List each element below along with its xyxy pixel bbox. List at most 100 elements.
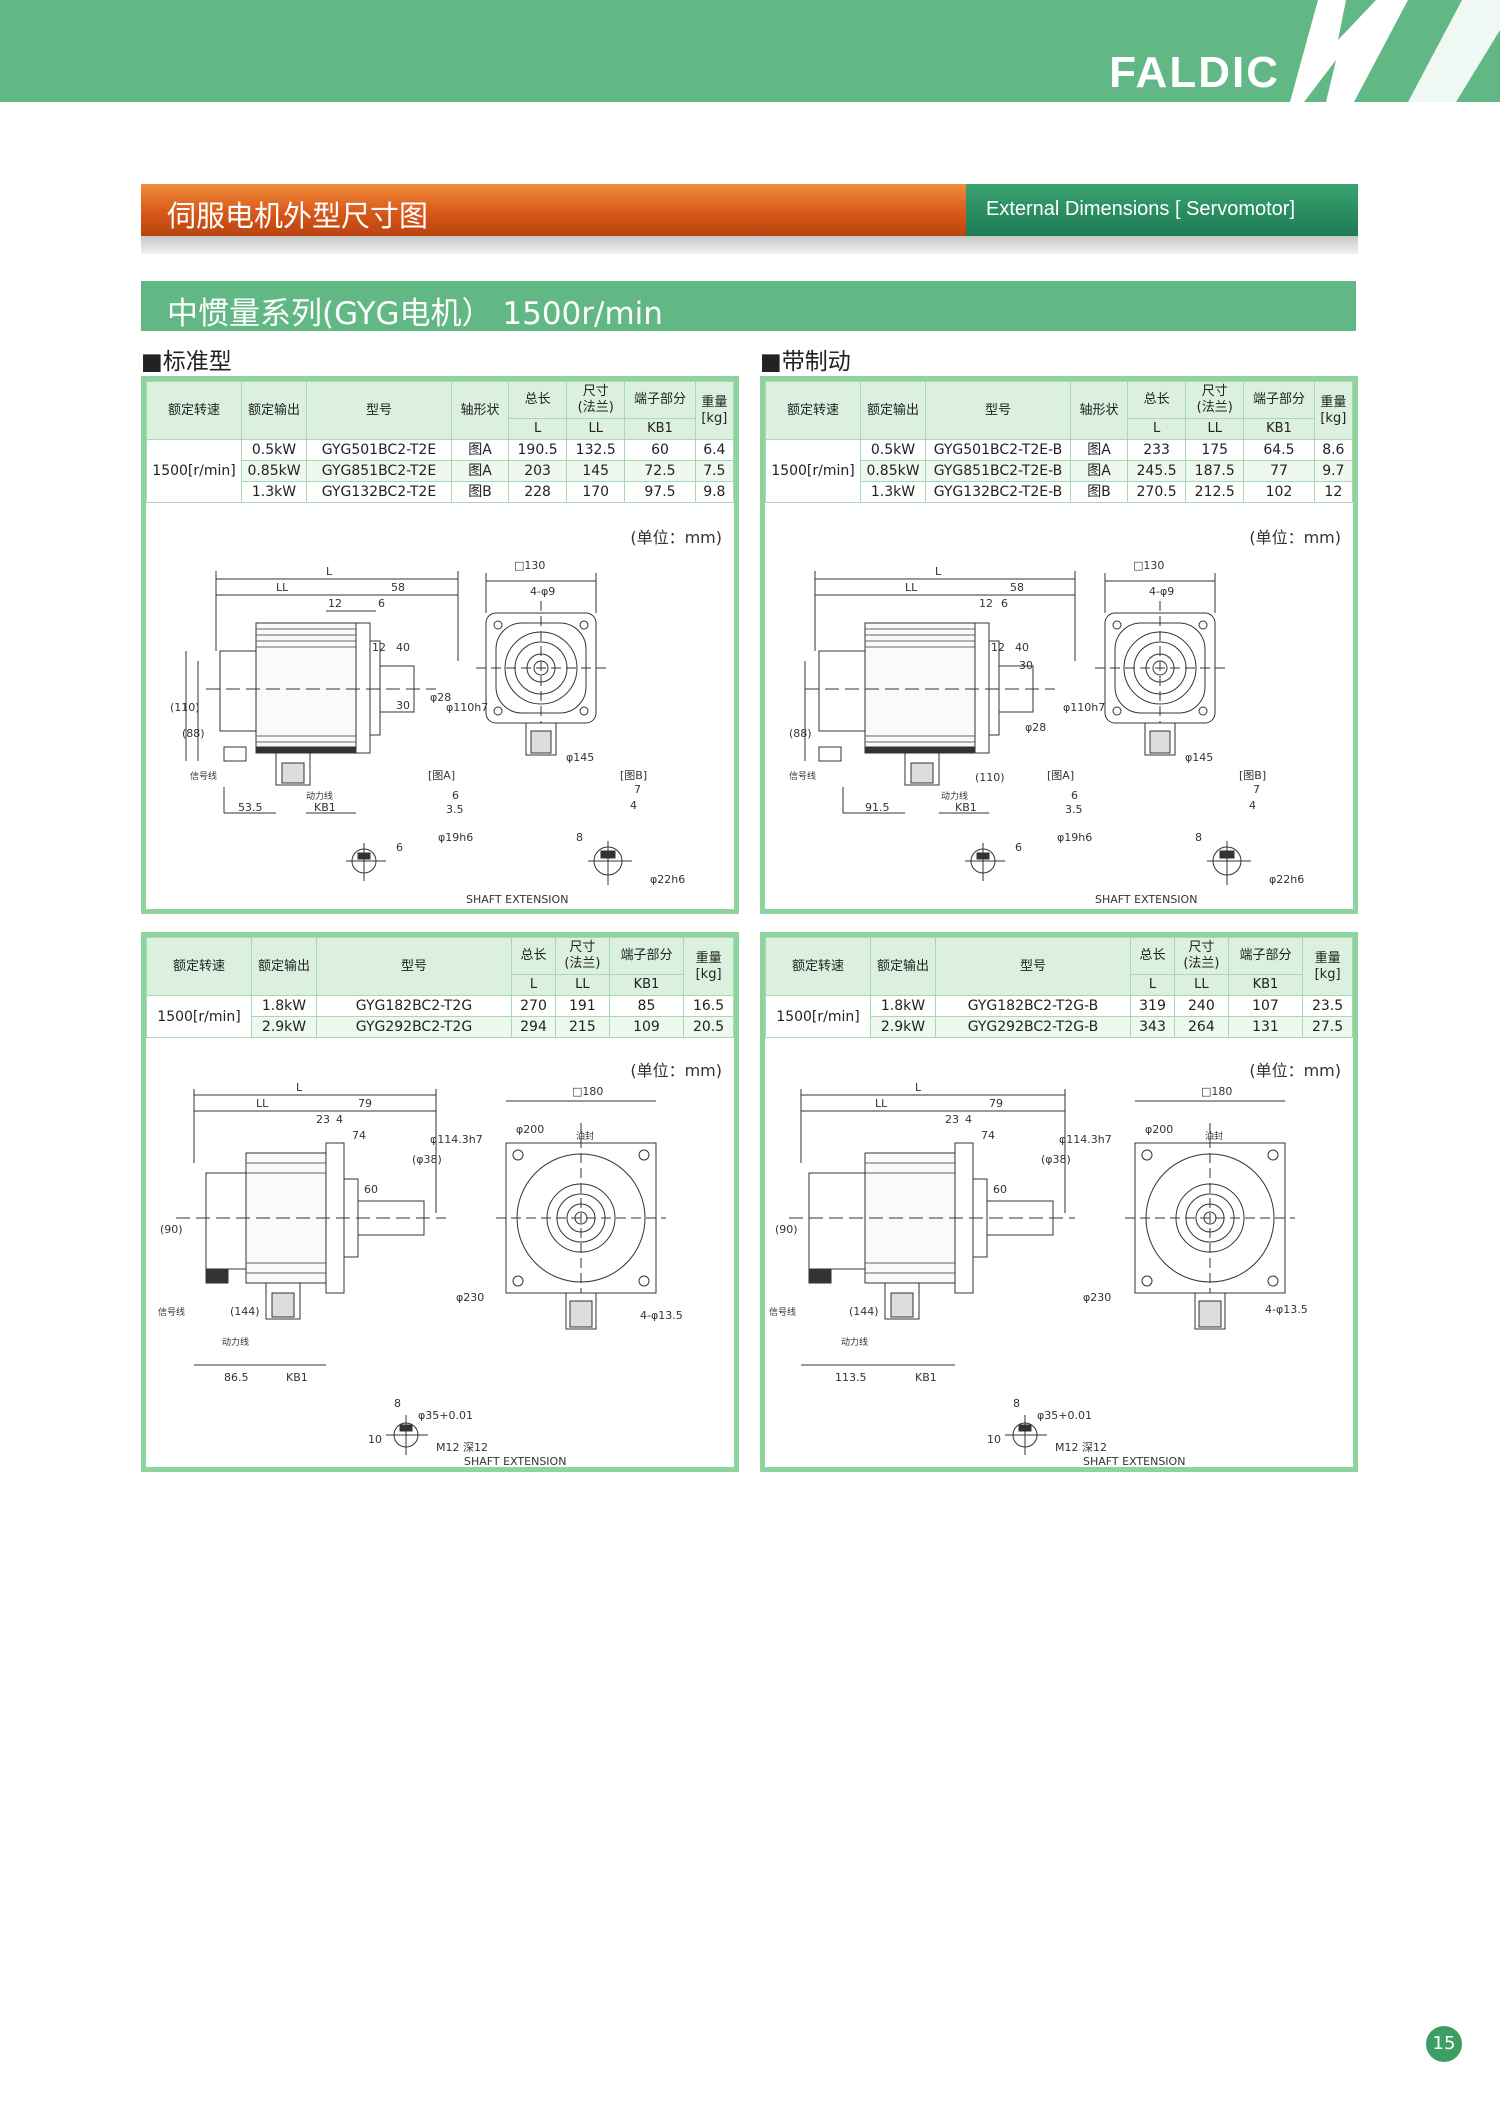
- cell: 8.6: [1313, 439, 1354, 461]
- dim-pwr: 动力线: [306, 790, 333, 802]
- cell: GYG132BC2-T2E: [306, 481, 452, 503]
- cell: 2.9kW: [251, 1016, 317, 1038]
- dim-74: 74: [981, 1129, 995, 1142]
- dim-sq180: □180: [572, 1085, 603, 1098]
- section-title: 伺服电机外型尺寸图 External Dimensions [ Servomot…: [141, 184, 1358, 236]
- shaft-extension-label: SHAFT EXTENSION: [464, 1455, 566, 1468]
- dim-sig: 信号线: [190, 770, 217, 782]
- th-KB1: KB1: [1243, 418, 1315, 440]
- dim-phi38: (φ38): [1041, 1153, 1071, 1166]
- dim-60: 60: [993, 1183, 1007, 1196]
- cell: 77: [1243, 460, 1315, 482]
- dim-phi22: φ22h6: [650, 873, 685, 886]
- cell: 图A: [451, 439, 509, 461]
- cell: 97.5: [624, 481, 696, 503]
- cell: 1.8kW: [251, 995, 317, 1017]
- dim-1135: 113.5: [835, 1371, 867, 1384]
- dim-L: L: [296, 1083, 303, 1094]
- cell: GYG851BC2-T2E: [306, 460, 452, 482]
- dim-h88: (88): [182, 727, 205, 740]
- cell: 212.5: [1185, 481, 1245, 503]
- dim-30: 30: [396, 699, 410, 712]
- dim-35: 3.5: [1065, 803, 1083, 816]
- th-speed: 额定转速: [146, 937, 252, 996]
- dim-h110: (110): [975, 771, 1005, 784]
- cell-speed: 1500[r/min]: [146, 439, 242, 503]
- brand-w-icon: [1290, 0, 1500, 102]
- cell: 27.5: [1302, 1016, 1353, 1038]
- th-size: 尺寸 (法兰): [555, 937, 610, 975]
- cell: 2.9kW: [870, 1016, 936, 1038]
- dim-40: 40: [1015, 641, 1029, 654]
- th-total: 总长: [510, 937, 557, 975]
- dim-h144: (144): [849, 1305, 879, 1318]
- dim-KB1: KB1: [286, 1371, 308, 1384]
- spec-table-brake-large: 额定转速 额定输出 型号 总长 尺寸 (法兰) 端子部分 重量 [kg] L L…: [765, 937, 1353, 1038]
- cell: 131: [1227, 1016, 1304, 1038]
- dim-58: 58: [391, 581, 405, 594]
- dim-phi110: φ110h7: [1063, 701, 1105, 714]
- dim-sig: 信号线: [789, 770, 816, 782]
- dim-30: 30: [1019, 659, 1033, 672]
- cell: 图B: [451, 481, 509, 503]
- cell: 1.8kW: [870, 995, 936, 1017]
- cell: 1.3kW: [241, 481, 307, 503]
- th-output: 额定输出: [251, 937, 317, 996]
- th-term: 端子部分: [1243, 381, 1315, 419]
- dim-8: 8: [394, 1397, 401, 1410]
- dim-phi1143: φ114.3h7: [1059, 1133, 1112, 1146]
- th-model: 型号: [935, 937, 1131, 996]
- dim-L: L: [915, 1083, 922, 1094]
- dim-12b: 12: [991, 641, 1005, 654]
- dim-phi28: φ28: [1025, 721, 1046, 734]
- cell: 203: [507, 460, 568, 482]
- cell: 0.85kW: [860, 460, 926, 482]
- dim-60: 60: [364, 1183, 378, 1196]
- cell: 0.5kW: [860, 439, 926, 461]
- th-LL: LL: [1185, 418, 1245, 440]
- dim-pwr: 动力线: [841, 1336, 868, 1348]
- cell: 9.8: [694, 481, 735, 503]
- fig-a-label: [图A]: [1047, 769, 1074, 782]
- cell: 102: [1243, 481, 1315, 503]
- cell: 23.5: [1302, 995, 1353, 1017]
- dim-sq180: □180: [1201, 1085, 1232, 1098]
- th-KB1: KB1: [624, 418, 696, 440]
- cell: 6.4: [694, 439, 735, 461]
- cell: GYG292BC2-T2G: [316, 1016, 512, 1038]
- cell: 72.5: [624, 460, 696, 482]
- dim-h110: (110): [170, 701, 200, 714]
- cell-speed: 1500[r/min]: [146, 995, 252, 1038]
- cell: 240: [1174, 995, 1229, 1017]
- dim-h90: (90): [775, 1223, 798, 1236]
- dim-phi1143: φ114.3h7: [430, 1133, 483, 1146]
- dim-phi110: φ110h7: [446, 701, 488, 714]
- dim-79: 79: [358, 1097, 372, 1110]
- cell: 270: [510, 995, 557, 1017]
- cell: 图A: [1070, 439, 1128, 461]
- cell: GYG182BC2-T2G-B: [935, 995, 1131, 1017]
- dim-phi35: φ35+0.01: [1037, 1409, 1092, 1422]
- cell: 319: [1129, 995, 1176, 1017]
- panel-standard-large: 额定转速 额定输出 型号 总长 尺寸 (法兰) 端子部分 重量 [kg] L L…: [141, 932, 739, 1472]
- spec-table-standard-small: 额定转速 额定输出 型号 轴形状 总长 尺寸 (法兰) 端子部分 重量 [kg]…: [146, 381, 735, 503]
- th-L: L: [1126, 418, 1187, 440]
- cell: 270.5: [1126, 481, 1187, 503]
- dim-h90: (90): [160, 1223, 183, 1236]
- dim-4: 4: [965, 1113, 972, 1126]
- dim-12: 12: [979, 597, 993, 610]
- cell: 60: [624, 439, 696, 461]
- th-output: 额定输出: [860, 381, 926, 440]
- dim-sq130: □130: [1133, 559, 1164, 572]
- shaft-extension-label: SHAFT EXTENSION: [1095, 893, 1197, 906]
- dim-L: L: [326, 565, 333, 578]
- th-model: 型号: [316, 937, 512, 996]
- brake-label: ■带制动: [760, 349, 851, 375]
- dim-holes9: 4-φ9: [530, 585, 555, 598]
- cell: 175: [1185, 439, 1245, 461]
- dim-phi145: φ145: [566, 751, 594, 764]
- cell: 294: [510, 1016, 557, 1038]
- dim-holes135: 4-φ13.5: [1265, 1303, 1308, 1316]
- drawing-standard-large: L LL 79 23 4 74 60 (φ38) φ114.3h7 □180 φ…: [158, 1083, 683, 1468]
- cell: 191: [555, 995, 610, 1017]
